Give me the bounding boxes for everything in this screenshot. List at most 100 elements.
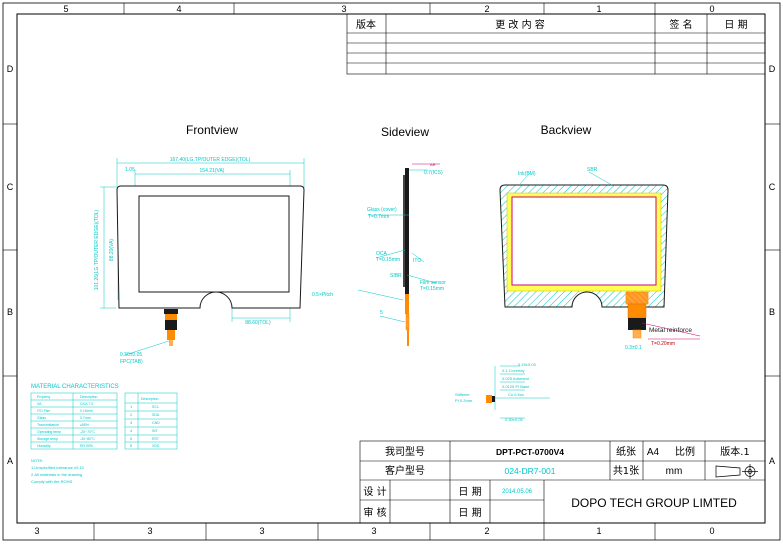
back-view: Ink(BM) SBR Metal reinforce T=0.20mm 0.3… [499,167,701,351]
customer-model-value: 024-DR7-001 [504,466,555,476]
svg-text:T=0.15mm: T=0.15mm [420,286,444,292]
revision-change-header: 更 改 内 容 [495,18,545,31]
side-view: AR 0.7(ICS) Glass (cover) T=0.7mm OCA T=… [357,162,446,346]
svg-text:1.05: 1.05 [125,167,135,173]
frontview-title: Frontview [186,123,238,137]
zone-left-a: A [7,456,13,466]
svg-text:T=0.7mm: T=0.7mm [368,214,389,220]
svg-text:-20~70°C: -20~70°C [80,430,95,434]
svg-text:Transmittance: Transmittance [37,423,59,427]
zone-top-0: 0 [709,4,714,14]
backview-title: Backview [541,123,592,137]
svg-text:VDD: VDD [152,444,160,448]
svg-text:0.0125 PI Base: 0.0125 PI Base [502,384,530,389]
metal-reinforce-thickness: T=0.20mm [651,341,675,347]
svg-text:Humidity: Humidity [37,444,51,448]
svg-text:SBR: SBR [587,167,598,173]
zone-top-1: 1 [596,4,601,14]
zone-bottom-1: 1 [596,526,601,536]
svg-text:≥85%: ≥85% [80,423,89,427]
svg-text:-30~80°C: -30~80°C [80,437,95,441]
design-date-value: 2014.05.06 [502,489,533,495]
svg-text:Description: Description [80,395,98,399]
svg-text:Comply with the ROHS: Comply with the ROHS [31,479,72,484]
review-date-label: 日 期 [458,507,481,519]
pin-number-6: 6 [130,443,133,448]
svg-text:Film sensor: Film sensor [420,280,446,286]
projection-symbol-icon [715,464,758,479]
revision-block [346,13,766,75]
fpc-detail: 0.15±0.03 0.1 Coverlay 0.025 Adhesive 0.… [455,362,550,422]
svg-text:0.30±0.05: 0.30±0.05 [505,417,524,422]
svg-text:0.3±0.1: 0.3±0.1 [625,345,642,351]
zone-right-b: B [769,307,775,317]
sideview-title: Sideview [381,125,429,139]
svg-text:154.21(VA): 154.21(VA) [200,168,225,174]
revision-date-header: 日 期 [724,19,747,31]
svg-text:5: 5 [380,310,383,316]
zone-left-d: D [7,64,14,74]
svg-text:OCA 7.0: OCA 7.0 [80,402,93,406]
svg-text:88.60(TOL): 88.60(TOL) [245,320,271,326]
svg-text:Cu 0.5oz: Cu 0.5oz [508,392,524,397]
unit-value: mm [666,466,683,477]
svg-text:AR: AR [430,162,436,167]
svg-text:2.All materials in the drawing: 2.All materials in the drawing [31,472,82,477]
svg-text:1.Unspecified tolerance ±0.10: 1.Unspecified tolerance ±0.10 [31,465,85,470]
zone-right-a: A [769,456,775,466]
svg-text:Description: Description [141,397,159,401]
svg-text:SCL: SCL [152,405,159,409]
svg-text:T=0.15mm: T=0.15mm [376,257,400,263]
svg-text:GND: GND [152,421,160,425]
zone-right-c: C [769,182,776,192]
svg-text:0.1 Coverlay: 0.1 Coverlay [502,368,524,373]
svg-text:0.15±0.03: 0.15±0.03 [518,362,537,367]
svg-text:SIBR: SIBR [390,273,402,279]
revision-sign-header: 签 名 [669,18,692,31]
zone-bottom-2: 2 [484,526,489,536]
sheets-label: 共1张 [613,465,639,477]
metal-reinforce-label: Metal reinforce [649,327,692,334]
paper-value: A4 [647,447,660,458]
zone-top-5: 5 [63,4,68,14]
svg-text:0.025 Adhesive: 0.025 Adhesive [502,376,530,381]
pin-number-2: 2 [130,412,133,417]
company-model-label: 我司型号 [385,445,425,458]
svg-text:OCA: OCA [376,251,388,257]
svg-text:0.7(ICS): 0.7(ICS) [424,170,443,176]
revision-version-header: 版本 [356,18,376,31]
pin-number-4: 4 [130,428,133,433]
svg-text:Operating temp: Operating temp [37,430,61,434]
zone-bottom-0: 0 [709,526,714,536]
company-model-value: DPT-PCT-0700V4 [496,447,564,457]
material-table-title: MATERIAL CHARACTERISTICS [31,384,119,390]
svg-text:INT: INT [152,429,159,433]
svg-text:167.40(LG.TP/OUTER EDGE)(TOL): 167.40(LG.TP/OUTER EDGE)(TOL) [170,157,251,163]
svg-text:Glass (cover): Glass (cover) [367,207,397,213]
zone-bottom-3b: 3 [147,526,152,536]
review-label: 审 核 [363,506,386,519]
svg-text:0.15mm: 0.15mm [80,409,93,413]
svg-text:NOTE:: NOTE: [31,458,43,463]
svg-text:101.26(LG.TP/OUTER EDGE)(TOL): 101.26(LG.TP/OUTER EDGE)(TOL) [94,209,100,290]
scale-label: 比例 [675,445,695,458]
svg-text:ITO: ITO [413,258,421,264]
svg-text:0.5×Pitch: 0.5×Pitch [312,292,333,298]
svg-text:Ink(BM): Ink(BM) [518,171,536,177]
customer-model-label: 客户型号 [385,464,425,477]
svg-text:0.7mm: 0.7mm [80,416,91,420]
svg-text:FPC(TAB): FPC(TAB) [120,359,143,365]
svg-text:Storage temp: Storage temp [37,437,58,441]
zone-left-b: B [7,307,13,317]
zone-bottom-3a: 3 [34,526,39,536]
design-label: 设 计 [363,485,386,498]
zone-left-c: C [7,182,14,192]
zone-right-d: D [769,64,776,74]
pin-number-5: 5 [130,436,133,441]
version-label: 版本.1 [720,445,750,458]
zone-top-2: 2 [484,4,489,14]
title-block [359,440,766,524]
svg-text:RST: RST [152,437,160,441]
